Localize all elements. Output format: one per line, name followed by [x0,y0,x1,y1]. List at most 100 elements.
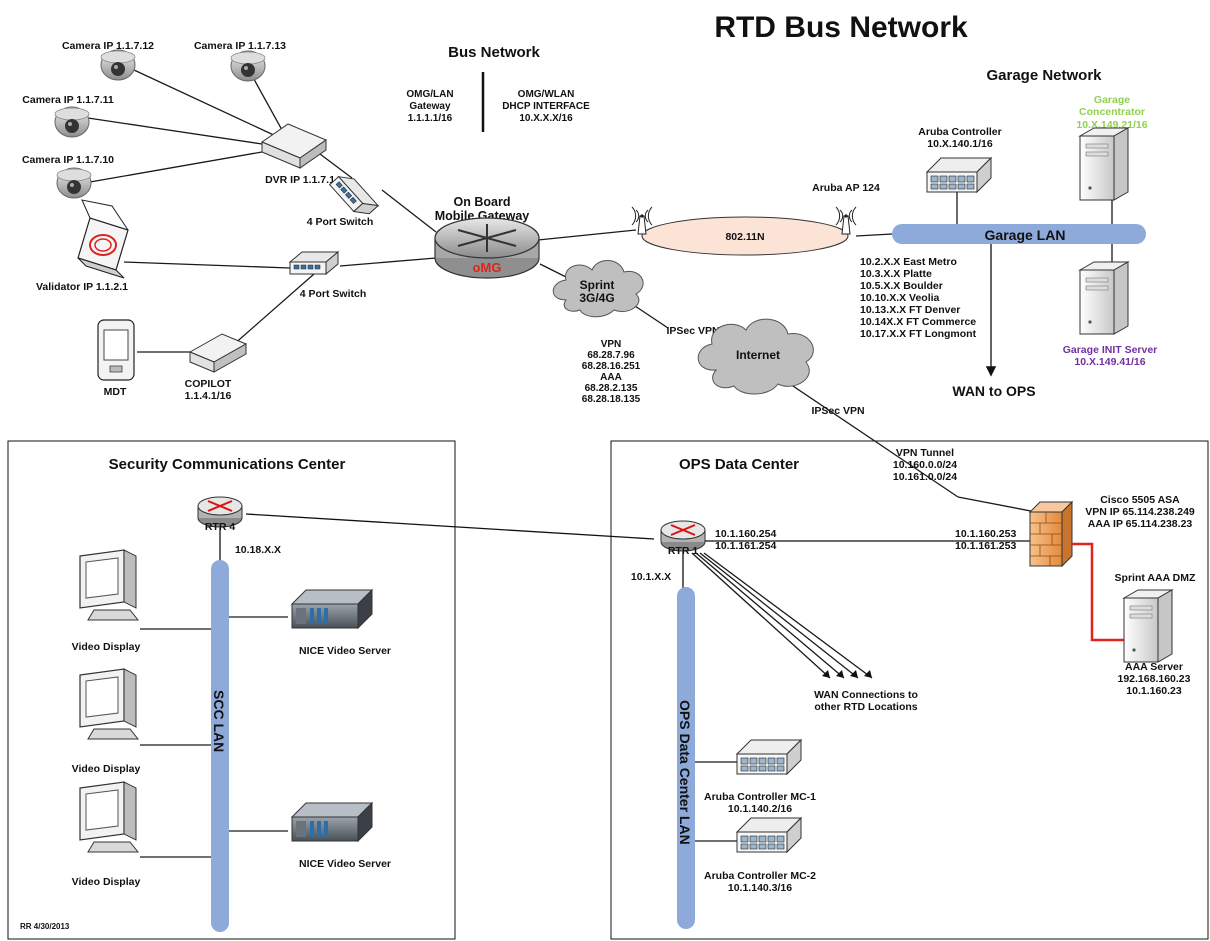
switch-icon-top [329,169,379,221]
aruba-controller-label: Aruba Controller 10.X.140.1/16 [918,126,1001,150]
ops-lan-label: OPS Data Center LAN [677,700,693,845]
aruba-mc1-icon [736,739,802,775]
ipsec-vpn-label-2: IPSec VPN [811,405,864,417]
svg-text:Concentrator: Concentrator [1079,106,1145,118]
firewall-icon [1028,500,1074,568]
aruba-mc1-label: Aruba Controller MC-1 10.1.140.2/16 [704,791,816,815]
copilot-icon [188,333,248,373]
scc-lan-label: SCC LAN [211,690,227,752]
wifi-label: 802.11N [725,231,764,243]
aaa-server-icon [1123,589,1173,663]
video-display-label-1: Video Display [72,641,141,653]
asa-label: Cisco 5505 ASA VPN IP 65.114.238.249 AAA… [1085,494,1195,530]
svg-text:DHCP INTERFACE: DHCP INTERFACE [502,101,590,112]
ops-lan-bar [677,587,695,929]
internet-label: Internet [736,348,780,362]
video-display-icon-3 [79,781,139,853]
svg-text:VPN IP 65.114.238.249: VPN IP 65.114.238.249 [1085,506,1195,518]
init-server-label: Garage INIT Server 10.X.149.41/16 [1063,344,1158,368]
svg-text:10.1.140.3/16: 10.1.140.3/16 [728,882,792,894]
svg-text:68.28.16.251: 68.28.16.251 [582,361,641,372]
rtr4-ip-label: 10.18.X.X [235,544,281,556]
page-title: RTD Bus Network [714,11,968,44]
svg-text:10.1.140.2/16: 10.1.140.2/16 [728,803,792,815]
footer-note: RR 4/30/2013 [20,922,70,931]
aruba-ap-label: Aruba AP 124 [812,182,880,194]
ops-controller-wiring [695,761,737,842]
wan-connection-arrowheads [822,670,872,678]
svg-text:AAA Server: AAA Server [1125,661,1183,673]
asa-links-label: 10.1.160.253 10.1.161.253 [955,528,1016,552]
mdt-icon [97,319,135,381]
sprint-cloud-icon [552,260,644,318]
svg-text:Aruba Controller MC-1: Aruba Controller MC-1 [704,791,816,803]
rtr1-ip-label: 10.1.X.X [631,571,671,583]
nice-video-server-icon-2 [291,802,373,842]
svg-text:Gateway: Gateway [409,101,451,112]
bus-network-heading: Bus Network [448,44,540,61]
scc-lan-bar [211,560,229,932]
camera-icon-13 [230,50,266,82]
concentrator-label: Garage Concentrator 10.X.149.21/16 [1076,94,1147,131]
svg-text:AAA IP 65.114.238.23: AAA IP 65.114.238.23 [1088,518,1193,530]
security-center-heading: Security Communications Center [109,456,346,473]
dmz-link [1072,542,1124,642]
svg-text:10.5.X.X Boulder: 10.5.X.X Boulder [860,280,943,292]
mobile-gateway-router-icon [434,217,540,279]
svg-text:10.1.160.23: 10.1.160.23 [1126,685,1182,697]
sprint-label: Sprint 3G/4G [579,278,614,305]
svg-text:VPN Tunnel: VPN Tunnel [896,447,954,459]
dvr-label: DVR IP 1.1.7.1 [265,174,335,186]
svg-text:WAN Connections to: WAN Connections to [814,689,918,701]
wan-connection-lines [691,552,873,679]
svg-text:10.1.160.253: 10.1.160.253 [955,528,1016,540]
vpn-tunnel-label: VPN Tunnel 10.160.0.0/24 10.161.0.0/24 [893,447,957,483]
camera-icon-11 [54,106,90,138]
rtr4-label: RTR 4 [205,521,235,533]
omg-wlan-label: OMG/WLAN DHCP INTERFACE 10.X.X.X/16 [502,89,590,124]
svg-text:192.168.160.23: 192.168.160.23 [1118,673,1191,685]
omg-label: oMG [473,260,502,275]
svg-text:10.13.X.X FT Denver: 10.13.X.X FT Denver [860,304,960,316]
svg-text:10.3.X.X Platte: 10.3.X.X Platte [860,268,932,280]
camera-11-label: Camera IP 1.1.7.11 [22,94,114,106]
switch-top-label: 4 Port Switch [307,216,374,228]
svg-text:10.X.X.X/16: 10.X.X.X/16 [519,113,573,124]
svg-text:68.28.18.135: 68.28.18.135 [582,394,641,405]
garage-lan-label: Garage LAN [985,227,1066,243]
omg-lan-label: OMG/LAN Gateway 1.1.1.1/16 [406,89,453,124]
nice-video-server-label-1: NICE Video Server [299,645,391,657]
nice-video-server-icon-1 [291,589,373,629]
vpn-ip-list: VPN 68.28.7.96 68.28.16.251 AAA 68.28.2.… [582,339,641,405]
garage-network-heading: Garage Network [986,67,1102,84]
aaa-server-label: AAA Server 192.168.160.23 10.1.160.23 [1118,661,1191,697]
svg-text:68.28.2.135: 68.28.2.135 [585,383,638,394]
svg-text:10.1.161.254: 10.1.161.254 [715,540,776,552]
init-server-icon [1079,261,1129,335]
camera-13-label: Camera IP 1.1.7.13 [194,40,286,52]
svg-text:COPILOT: COPILOT [185,378,232,390]
dvr-icon [260,123,328,169]
svg-text:10.161.0.0/24: 10.161.0.0/24 [893,471,957,483]
svg-text:AAA: AAA [600,372,622,383]
ops-center-box [610,440,1209,940]
video-display-label-2: Video Display [72,763,141,775]
switch-bottom-label: 4 Port Switch [300,288,367,300]
video-display-label-3: Video Display [72,876,141,888]
camera-icon-12 [100,49,136,81]
svg-text:Cisco 5505 ASA: Cisco 5505 ASA [1100,494,1180,506]
aruba-mc2-label: Aruba Controller MC-2 10.1.140.3/16 [704,870,816,894]
sprint-dmz-label: Sprint AAA DMZ [1115,572,1196,584]
wifi-link-ellipse [641,216,849,256]
svg-text:3G/4G: 3G/4G [579,291,614,305]
aruba-mc2-icon [736,817,802,853]
wan-connections-label: WAN Connections to other RTD Locations [814,689,918,713]
wan-to-ops-label: WAN to OPS [952,383,1035,399]
svg-text:10.17.X.X FT Longmont: 10.17.X.X FT Longmont [860,328,977,340]
validator-label: Validator IP 1.1.2.1 [36,281,128,293]
scc-wiring [140,616,288,858]
validator-icon [77,199,129,279]
rtr1-links-label: 10.1.160.254 10.1.161.254 [715,528,776,552]
svg-text:10.1.161.253: 10.1.161.253 [955,540,1016,552]
svg-text:68.28.7.96: 68.28.7.96 [587,350,635,361]
